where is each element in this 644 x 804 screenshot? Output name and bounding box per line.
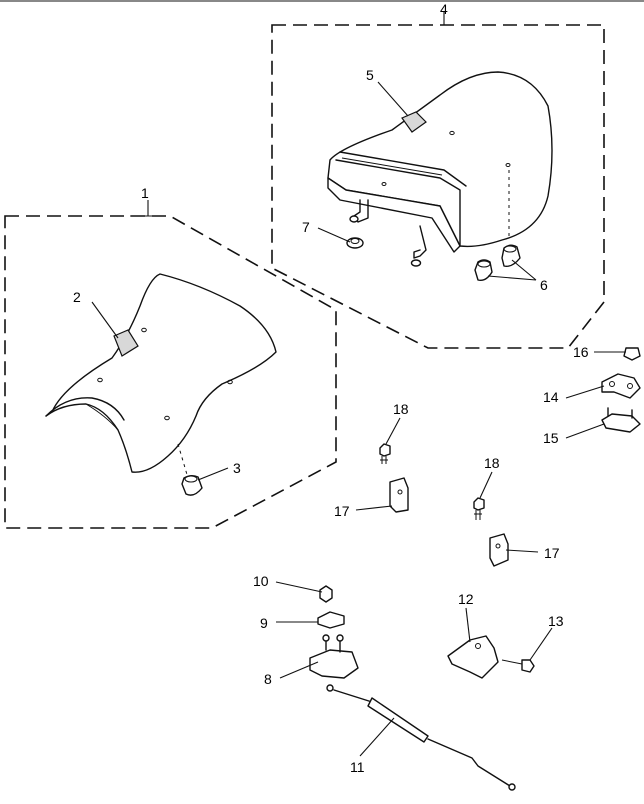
callout-14: 14 [543,389,559,405]
callout-9: 9 [260,615,268,631]
leader-12 [465,607,471,643]
mount-guide-front [177,443,189,479]
bolt-13 [501,659,535,673]
leader-18a [385,417,401,445]
callout-17-upper: 17 [334,503,350,519]
front-seat [45,273,277,473]
damper-6-a [474,259,493,282]
leader-5 [377,81,409,117]
callout-10: 10 [253,573,269,589]
callout-15: 15 [543,430,559,446]
damper-6-b [501,244,521,268]
leader-3 [197,467,229,481]
callout-12: 12 [458,591,474,607]
leader-2 [91,301,119,339]
damper-3 [181,475,203,496]
callout-8: 8 [264,671,272,687]
hook-plate-14 [601,373,641,399]
leader-17b [505,549,539,553]
lock-hook-12 [447,635,499,679]
front-seat-strap [113,329,139,357]
leader-1 [130,200,166,217]
callout-4: 4 [440,1,448,17]
bolt-18-upper [379,443,391,464]
seat-lock-8 [309,649,359,679]
callout-3: 3 [233,460,241,476]
nut-10 [319,585,333,603]
callout-5: 5 [366,67,374,83]
leader-17a [355,505,393,511]
leader-18b [479,471,493,499]
callout-18-upper: 18 [393,401,409,417]
washer-plate-9 [317,611,345,629]
leader-13 [529,627,553,661]
rear-seat-bracket-right [413,225,427,259]
leader-11 [359,717,395,757]
leader-15 [565,423,605,439]
callout-1: 1 [141,185,149,201]
callout-11: 11 [350,759,365,775]
front-seat-group-boundary [4,215,337,529]
leader-14 [565,385,605,399]
callout-7: 7 [302,219,310,235]
callout-18-lower: 18 [484,455,500,471]
callout-17-lower: 17 [544,545,560,561]
callout-2: 2 [73,289,81,305]
stay-17-lower [489,533,509,567]
rear-seat-strap [401,111,427,133]
leader-7 [317,227,351,243]
callout-6: 6 [540,277,548,293]
leader-6 [487,259,537,281]
stay-17-upper [389,477,409,513]
rear-seat [327,71,553,253]
damper-7 [346,237,364,249]
bolt-16 [623,347,641,361]
bolt-18-lower [473,497,485,520]
leader-8 [279,661,319,679]
holder-plate-15 [601,413,641,433]
leader-10 [275,581,323,593]
callout-16: 16 [573,344,589,360]
callout-13: 13 [548,613,564,629]
seat-lock-cable [326,684,516,791]
